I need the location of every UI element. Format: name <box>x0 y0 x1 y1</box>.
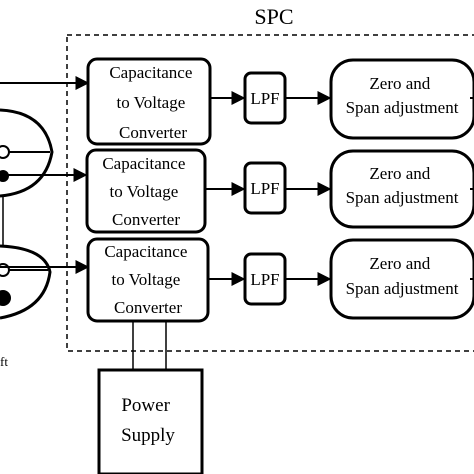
converter-label: Capacitance to Voltage Converter <box>102 154 189 229</box>
converter-label: Capacitance to Voltage Converter <box>104 242 191 317</box>
lpf-label: LPF <box>250 179 279 198</box>
spc-boundary <box>66 34 474 352</box>
converter-box <box>86 57 212 146</box>
adjust-box <box>329 58 474 140</box>
channel-1: Capacitance to Voltage Converter LPF Zer… <box>86 57 474 146</box>
channel-2: Capacitance to Voltage Converter LPF Zer… <box>85 148 474 234</box>
adjust-label: Zero and Span adjustment <box>346 164 459 207</box>
sensor-fragment <box>0 108 54 320</box>
converter-box <box>85 148 207 234</box>
lpf-label: LPF <box>250 270 279 289</box>
power-supply-label: Power Supply <box>121 395 175 446</box>
adjust-label: Zero and Span adjustment <box>346 74 459 117</box>
channel-3: Capacitance to Voltage Converter LPF Zer… <box>86 237 474 323</box>
spc-title: SPC <box>254 4 293 29</box>
side-fragment-label: ft <box>0 354 8 369</box>
power-supply-box <box>97 368 204 474</box>
adjust-box <box>329 238 474 320</box>
power-wires <box>132 321 167 370</box>
adjust-box <box>329 149 474 229</box>
converter-label: Capacitance to Voltage Converter <box>109 63 196 142</box>
lpf-label: LPF <box>250 89 279 108</box>
adjust-label: Zero and Span adjustment <box>346 254 459 298</box>
